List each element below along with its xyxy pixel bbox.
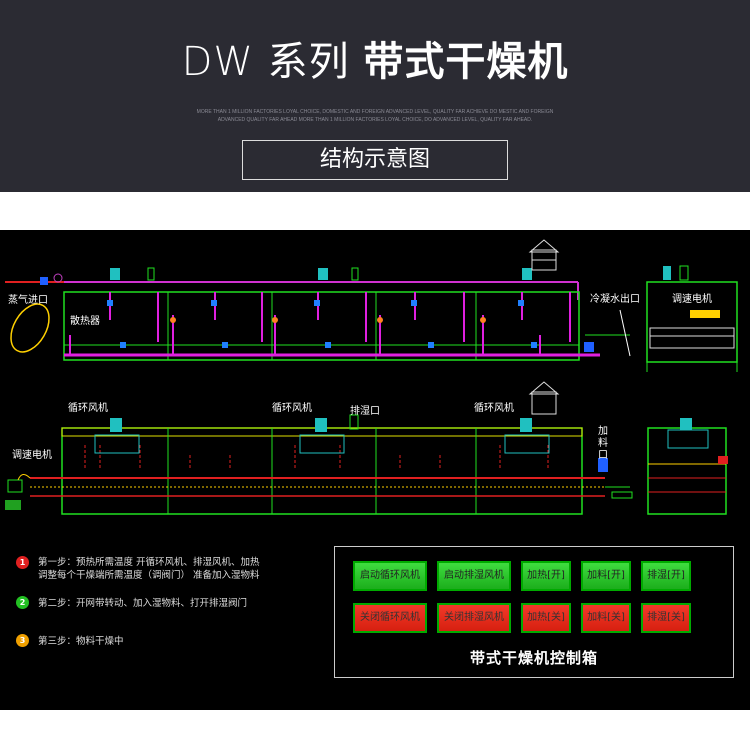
label-feed-inlet-1: 加 [598,425,608,437]
start-button-1[interactable]: 启动循环风机 [353,561,427,591]
title-product: 带式干燥机 [363,39,569,85]
label-exhaust: 排湿口 [350,404,380,417]
label-condensate-outlet: 冷凝水出口 [590,292,640,305]
start-button-2[interactable]: 启动排湿风机 [437,561,511,591]
step-1-text: 第一步：预热所需温度 开循环风机、排湿风机、加热 调整每个干燥端所需温度（调阀门… [38,556,260,582]
step-3-text: 第三步：物料干燥中 [38,636,124,647]
subtitle-box: 结构示意图 [242,140,508,180]
step-2-text: 第二步：开网带转动、加入湿物料、打开排湿阀门 [38,598,248,609]
header-banner: DW 系列 带式干燥机 MORE THAN 1 MILLION FACTORIE… [0,0,750,192]
step-1-badge: 1 [16,556,29,569]
label-steam-inlet: 蒸气进口 [8,293,48,306]
label-fan-1: 循环风机 [68,401,108,414]
step-2-badge: 2 [16,596,29,609]
start-button-5[interactable]: 排湿[开] [641,561,691,591]
label-feed-inlet-2: 料 [598,436,608,449]
control-panel-title: 带式干燥机控制箱 [469,649,598,667]
label-top-speed-motor: 调速电机 [672,292,712,305]
label-fan-2: 循环风机 [272,401,312,414]
step-1-line-2: 调整每个干燥端所需温度（调阀门） 准备加入湿物料 [38,570,260,581]
start-button-4[interactable]: 加料[开] [581,561,631,591]
label-side-speed-motor: 调速电机 [12,448,52,461]
side-schematic [5,381,728,515]
top-schematic [5,239,738,372]
label-feed-inlet-3: 口 [598,450,608,461]
page-title: DW 系列 带式干燥机 [0,40,750,84]
stop-button-5[interactable]: 排湿[关] [641,603,691,633]
stop-button-4[interactable]: 加料[关] [581,603,631,633]
stop-button-2[interactable]: 关闭排湿风机 [437,603,511,633]
title-series: DW 系列 [181,39,350,85]
step-1-line-1: 第一步：预热所需温度 开循环风机、排湿风机、加热 [38,557,260,568]
stop-button-3[interactable]: 加热[关] [521,603,571,633]
schematic-svg: 蒸气进口 散热器 冷凝水出口 调速电机 循环风机 循环风机 排湿口 循环风机 加… [5,239,738,515]
start-button-3[interactable]: 加热[开] [521,561,571,591]
step-3-badge: 3 [16,634,29,647]
structure-diagram: 蒸气进口 散热器 冷凝水出口 调速电机 循环风机 循环风机 排湿口 循环风机 加… [0,230,750,710]
label-fan-3: 循环风机 [474,401,514,414]
tagline: MORE THAN 1 MILLION FACTORIES LOYAL CHOI… [196,109,554,123]
stop-button-1[interactable]: 关闭循环风机 [353,603,427,633]
label-radiator: 散热器 [70,314,100,327]
control-panel: 启动循环风机启动排湿风机加热[开] 加料[开] 排湿[开] 关闭循环风机关闭排湿风机… [334,546,734,678]
